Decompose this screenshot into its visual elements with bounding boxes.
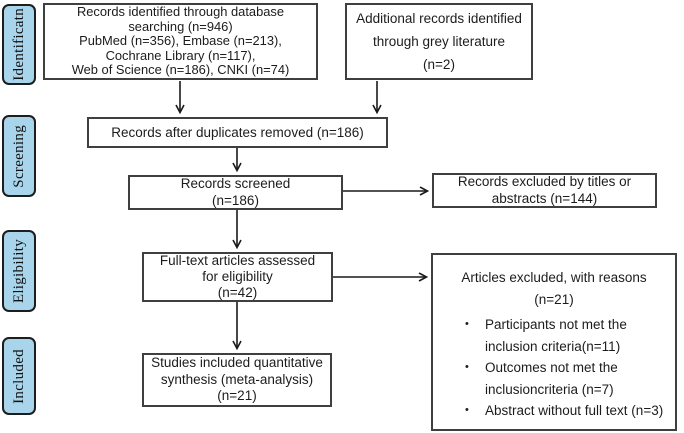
box-line: Web of Science (n=186), CNKI (n=74) (71, 62, 290, 78)
box-line: searching (n=946) (128, 18, 233, 34)
stage-label: Included (10, 348, 27, 404)
box-line: (n=21) (534, 292, 574, 307)
box-database-records: Records identified through database sear… (43, 3, 318, 80)
box-line: (n=42) (217, 284, 258, 300)
box-grey-literature: Additional records identified through gr… (345, 3, 533, 80)
bullet-dot-icon: • (465, 404, 469, 416)
box-line: Articles excluded, with reasons (461, 270, 647, 285)
bullet-dot-icon: • (465, 361, 469, 373)
box-line: Outcomes not met the (485, 360, 618, 375)
box-line: Abstract without full text (n=3) (485, 403, 664, 418)
box-line: Records identified through database (76, 4, 285, 20)
list-item: • Abstract without full text (n=3) (433, 400, 675, 422)
stage-label: Identificatn (10, 8, 27, 81)
stage-label: Screening (10, 124, 27, 188)
box-line: PubMed (n=356), Embase (n=213), (79, 33, 282, 49)
box-line: Full-text articles assessed (159, 253, 316, 269)
bullet-dot-icon: • (465, 318, 469, 330)
box-line: Studies included quantitative (151, 355, 323, 371)
box-line: for eligibility (202, 269, 273, 285)
stage-screening: Screening (2, 115, 36, 197)
box-line: (n=2) (423, 57, 455, 72)
box-line: inclusioncriteria (n=7) (485, 381, 614, 397)
box-line: (n=21) (217, 388, 257, 404)
box-line: Cochrane Library (n=117), (105, 47, 256, 63)
box-line: abstracts (n=144) (491, 190, 598, 206)
stage-included: Included (2, 337, 36, 415)
list-item: • Participants not met the inclusion cri… (433, 314, 675, 357)
stage-label: Eligibility (10, 238, 27, 304)
box-line: inclusion criteria(n=11) (485, 338, 621, 354)
list-item: • Outcomes not met the inclusioncriteria… (433, 357, 675, 400)
stage-identification: Identificatn (2, 4, 36, 85)
box-records-screened: Records screened (n=186) (128, 175, 343, 210)
box-excluded-titles: Records excluded by titles or abstracts … (432, 173, 657, 208)
box-line: Records screened (180, 176, 291, 191)
box-line: Participants not met the (485, 317, 627, 332)
box-line: (n=186) (212, 192, 259, 208)
box-line: Additional records identified (356, 11, 522, 26)
stage-eligibility: Eligibility (2, 230, 36, 312)
box-line: Records excluded by titles or (457, 174, 632, 189)
exclusion-reason-list: • Participants not met the inclusion cri… (433, 314, 675, 422)
box-line: synthesis (meta-analysis) (160, 371, 314, 387)
box-line: through grey literature (372, 34, 506, 49)
box-full-text-assessed: Full-text articles assessed for eligibil… (142, 252, 333, 302)
box-line: Records after duplicates removed (n=186) (111, 125, 364, 140)
box-studies-included: Studies included quantitative synthesis … (142, 353, 332, 407)
box-articles-excluded: Articles excluded, with reasons (n=21) •… (431, 253, 677, 431)
box-after-duplicates: Records after duplicates removed (n=186) (87, 117, 388, 148)
